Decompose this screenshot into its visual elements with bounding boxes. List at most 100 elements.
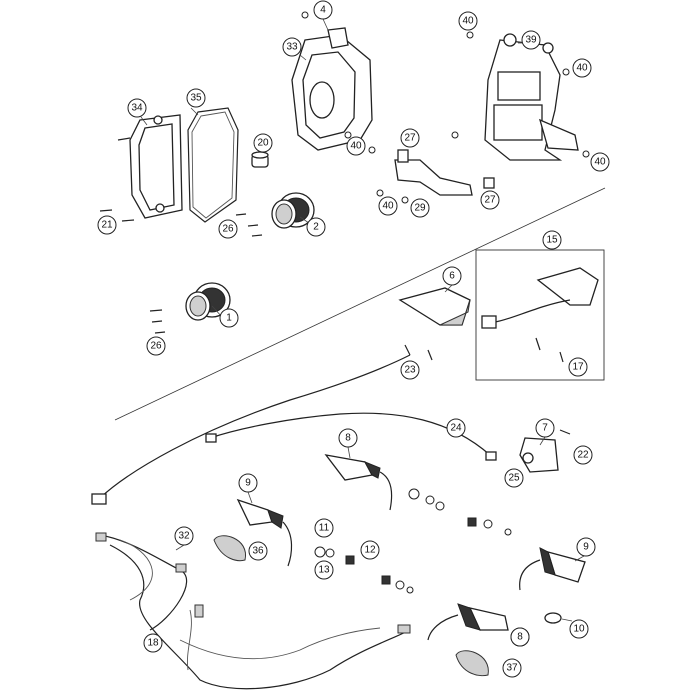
callout-20: 20 bbox=[253, 133, 273, 153]
callout-40: 40 bbox=[590, 152, 610, 172]
callout-circle bbox=[143, 633, 163, 653]
callout-25: 25 bbox=[504, 468, 524, 488]
callout-label: 22 bbox=[577, 450, 589, 461]
callout-label: 40 bbox=[594, 157, 606, 168]
callout-40: 40 bbox=[572, 58, 592, 78]
callout-29: 29 bbox=[410, 198, 430, 218]
callout-label: 1 bbox=[226, 313, 232, 324]
callout-circle bbox=[219, 308, 239, 328]
callout-circle bbox=[314, 518, 334, 538]
callout-15: 15 bbox=[542, 230, 562, 250]
callout-label: 9 bbox=[583, 542, 589, 553]
callout-circle bbox=[146, 336, 166, 356]
callout-35: 35 bbox=[186, 88, 206, 108]
callout-label: 27 bbox=[404, 133, 416, 144]
callout-17: 17 bbox=[568, 357, 588, 377]
callout-circle bbox=[360, 540, 380, 560]
callout-circle bbox=[446, 418, 466, 438]
callout-1: 1 bbox=[219, 308, 239, 328]
callout-23: 23 bbox=[400, 360, 420, 380]
callout-26: 26 bbox=[218, 219, 238, 239]
callout-circle bbox=[573, 445, 593, 465]
callout-40: 40 bbox=[346, 136, 366, 156]
callout-circle bbox=[442, 266, 462, 286]
turn-signal-right-front bbox=[519, 547, 586, 591]
callout-label: 17 bbox=[572, 362, 584, 373]
cap bbox=[251, 151, 269, 168]
callout-circle bbox=[400, 128, 420, 148]
bracket-plate bbox=[394, 159, 473, 196]
callout-9: 9 bbox=[576, 537, 596, 557]
callout-22: 22 bbox=[573, 445, 593, 465]
callout-9: 9 bbox=[238, 473, 258, 493]
tail-light bbox=[398, 287, 471, 326]
callout-circle bbox=[97, 215, 117, 235]
lens-36 bbox=[213, 535, 246, 562]
callout-circle bbox=[314, 560, 334, 580]
callout-label: 40 bbox=[382, 201, 394, 212]
callout-label: 18 bbox=[147, 638, 159, 649]
lens-37 bbox=[455, 650, 489, 677]
turn-signal-rear bbox=[427, 603, 509, 641]
connector-left bbox=[91, 493, 107, 505]
callout-circle bbox=[253, 133, 273, 153]
callout-label: 13 bbox=[318, 565, 330, 576]
callout-label: 6 bbox=[449, 271, 455, 282]
callout-2: 2 bbox=[306, 217, 326, 237]
callout-24: 24 bbox=[446, 418, 466, 438]
callout-label: 26 bbox=[222, 224, 234, 235]
callout-circle bbox=[186, 88, 206, 108]
callout-27: 27 bbox=[480, 190, 500, 210]
headlight-module-lower bbox=[185, 282, 231, 321]
callout-label: 40 bbox=[462, 16, 474, 27]
hardware-set bbox=[314, 488, 562, 624]
callout-label: 8 bbox=[345, 433, 351, 444]
callout-label: 23 bbox=[404, 365, 416, 376]
callout-circle bbox=[282, 37, 302, 57]
callout-8: 8 bbox=[510, 627, 530, 647]
connector-24b bbox=[485, 451, 497, 461]
callout-label: 15 bbox=[546, 235, 558, 246]
callout-circle bbox=[521, 30, 541, 50]
callout-label: 8 bbox=[517, 632, 523, 643]
screws bbox=[99, 11, 590, 435]
callout-circle bbox=[338, 428, 358, 448]
callout-circle bbox=[458, 11, 478, 31]
callout-circle bbox=[410, 198, 430, 218]
callout-circle bbox=[504, 468, 524, 488]
callout-label: 10 bbox=[573, 624, 585, 635]
callout-circle bbox=[238, 473, 258, 493]
callout-26: 26 bbox=[146, 336, 166, 356]
callout-33: 33 bbox=[282, 37, 302, 57]
callout-label: 39 bbox=[525, 35, 537, 46]
callout-10: 10 bbox=[569, 619, 589, 639]
callout-label: 12 bbox=[364, 545, 376, 556]
callout-circle bbox=[248, 541, 268, 561]
callout-circle bbox=[569, 619, 589, 639]
callout-label: 40 bbox=[576, 63, 588, 74]
tail-light-cable bbox=[99, 354, 411, 499]
callout-circle bbox=[572, 58, 592, 78]
callout-21: 21 bbox=[97, 215, 117, 235]
callout-circle bbox=[400, 360, 420, 380]
section-divider bbox=[114, 187, 606, 421]
connector-24 bbox=[205, 433, 217, 443]
callout-7: 7 bbox=[535, 418, 555, 438]
callout-label: 29 bbox=[414, 203, 426, 214]
callout-label: 11 bbox=[319, 523, 330, 534]
tail-light-kit bbox=[481, 267, 599, 329]
callout-circle bbox=[346, 136, 366, 156]
callout-circle bbox=[576, 537, 596, 557]
callout-label: 25 bbox=[508, 473, 520, 484]
callout-circle bbox=[378, 196, 398, 216]
callout-label: 24 bbox=[450, 423, 462, 434]
callout-circle bbox=[306, 217, 326, 237]
callout-32: 32 bbox=[174, 526, 194, 546]
callout-label: 27 bbox=[484, 195, 496, 206]
callout-circle bbox=[480, 190, 500, 210]
callout-36: 36 bbox=[248, 541, 268, 561]
callout-13: 13 bbox=[314, 560, 334, 580]
callout-circle bbox=[542, 230, 562, 250]
callout-37: 37 bbox=[502, 658, 522, 678]
